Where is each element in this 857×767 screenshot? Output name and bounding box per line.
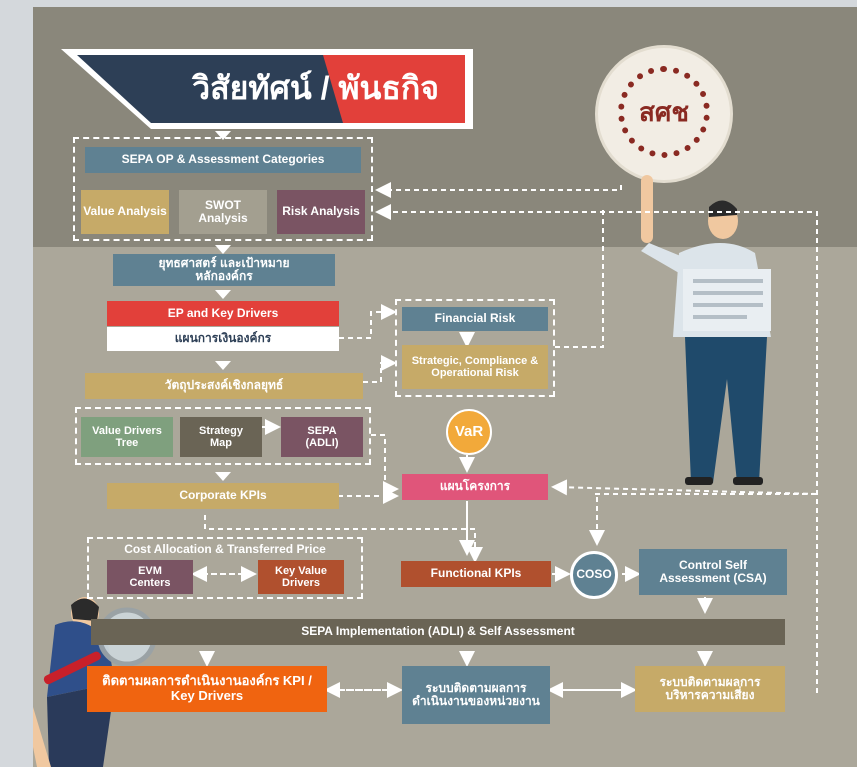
other-risk-box: Strategic, Compliance & Operational Risk bbox=[402, 345, 548, 389]
swot-analysis-box: SWOT Analysis bbox=[179, 190, 267, 234]
coso-circle: COSO bbox=[570, 551, 618, 599]
businessman-illustration bbox=[641, 175, 771, 485]
ep-drivers-box: EP and Key Drivers bbox=[107, 301, 339, 326]
financial-plan-box: แผนการเงินองค์กร bbox=[107, 327, 339, 351]
category-header: SEPA OP & Assessment Categories bbox=[85, 147, 361, 173]
cost-allocation-label: Cost Allocation & Transferred Price bbox=[124, 542, 326, 557]
flow-arrow bbox=[215, 361, 231, 370]
risk-analysis-box: Risk Analysis bbox=[277, 190, 365, 234]
flow-arrow bbox=[215, 290, 231, 299]
unit-tracking-box: ระบบติดตามผลการดำเนินงานของหน่วยงาน bbox=[402, 666, 550, 724]
strategy-box: ยุทธศาสตร์ และเป้าหมายหลักองค์กร bbox=[113, 254, 335, 286]
logo-circle: สศช bbox=[595, 45, 733, 183]
page-title: วิสัยทัศน์ / พันธกิจ bbox=[192, 70, 439, 107]
risk-tracking-box: ระบบติดตามผลการบริหารความเสี่ยง bbox=[635, 666, 785, 712]
key-value-drivers-box: Key Value Drivers bbox=[258, 560, 344, 594]
flow-arrow bbox=[215, 131, 231, 140]
diagram-canvas: วิสัยทัศน์ / พันธกิจ สศช bbox=[33, 7, 857, 767]
title-banner bbox=[61, 49, 473, 129]
project-plan-box: แผนโครงการ bbox=[402, 474, 548, 500]
risk-group bbox=[395, 299, 555, 397]
value-drivers-tree-box: Value Drivers Tree bbox=[81, 417, 173, 457]
evm-centers-box: EVM Centers bbox=[107, 560, 193, 594]
var-circle: VaR bbox=[446, 409, 492, 455]
strategic-objectives-box: วัตถุประสงค์เชิงกลยุทธ์ bbox=[85, 373, 363, 399]
tools-group bbox=[75, 407, 371, 465]
csa-box: Control Self Assessment (CSA) bbox=[639, 549, 787, 595]
flow-arrow bbox=[215, 472, 231, 481]
corporate-kpis-box: Corporate KPIs bbox=[107, 483, 339, 509]
sepa-adli-box: SEPA (ADLI) bbox=[281, 417, 363, 457]
financial-risk-box: Financial Risk bbox=[402, 307, 548, 331]
functional-kpis-box: Functional KPIs bbox=[401, 561, 551, 587]
value-analysis-box: Value Analysis bbox=[81, 190, 169, 234]
strategy-map-box: Strategy Map bbox=[180, 417, 262, 457]
implementation-bar: SEPA Implementation (ADLI) & Self Assess… bbox=[91, 619, 785, 645]
cost-group bbox=[87, 537, 363, 599]
org-tracking-box: ติดตามผลการดำเนินงานองค์กร KPI / Key Dri… bbox=[87, 666, 327, 712]
logo-seal: สศช bbox=[618, 66, 710, 158]
flow-arrow bbox=[215, 245, 231, 254]
